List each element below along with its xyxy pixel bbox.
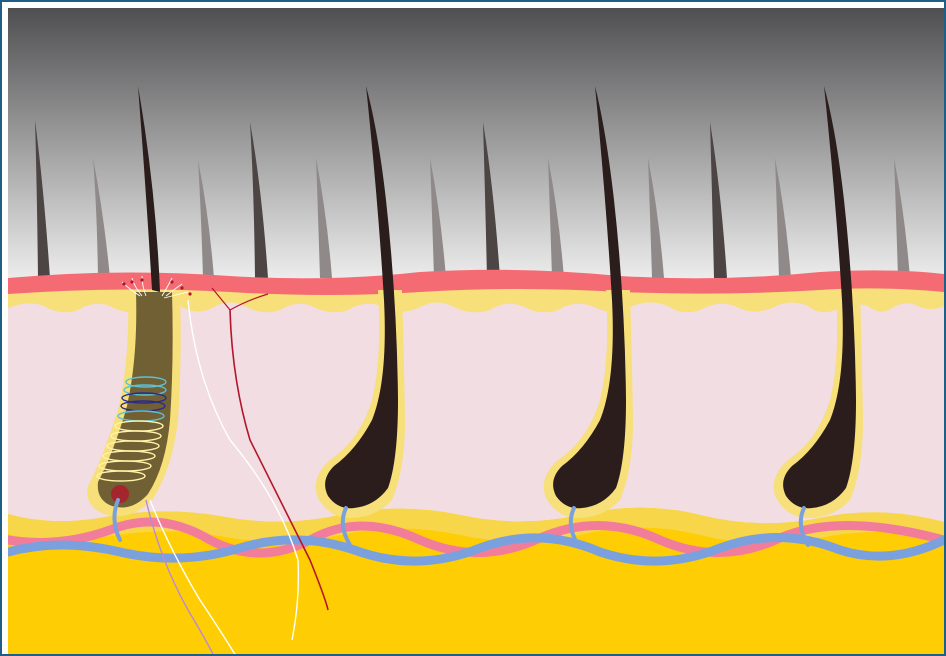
air-background	[8, 8, 944, 278]
dermal-papilla	[111, 485, 129, 503]
